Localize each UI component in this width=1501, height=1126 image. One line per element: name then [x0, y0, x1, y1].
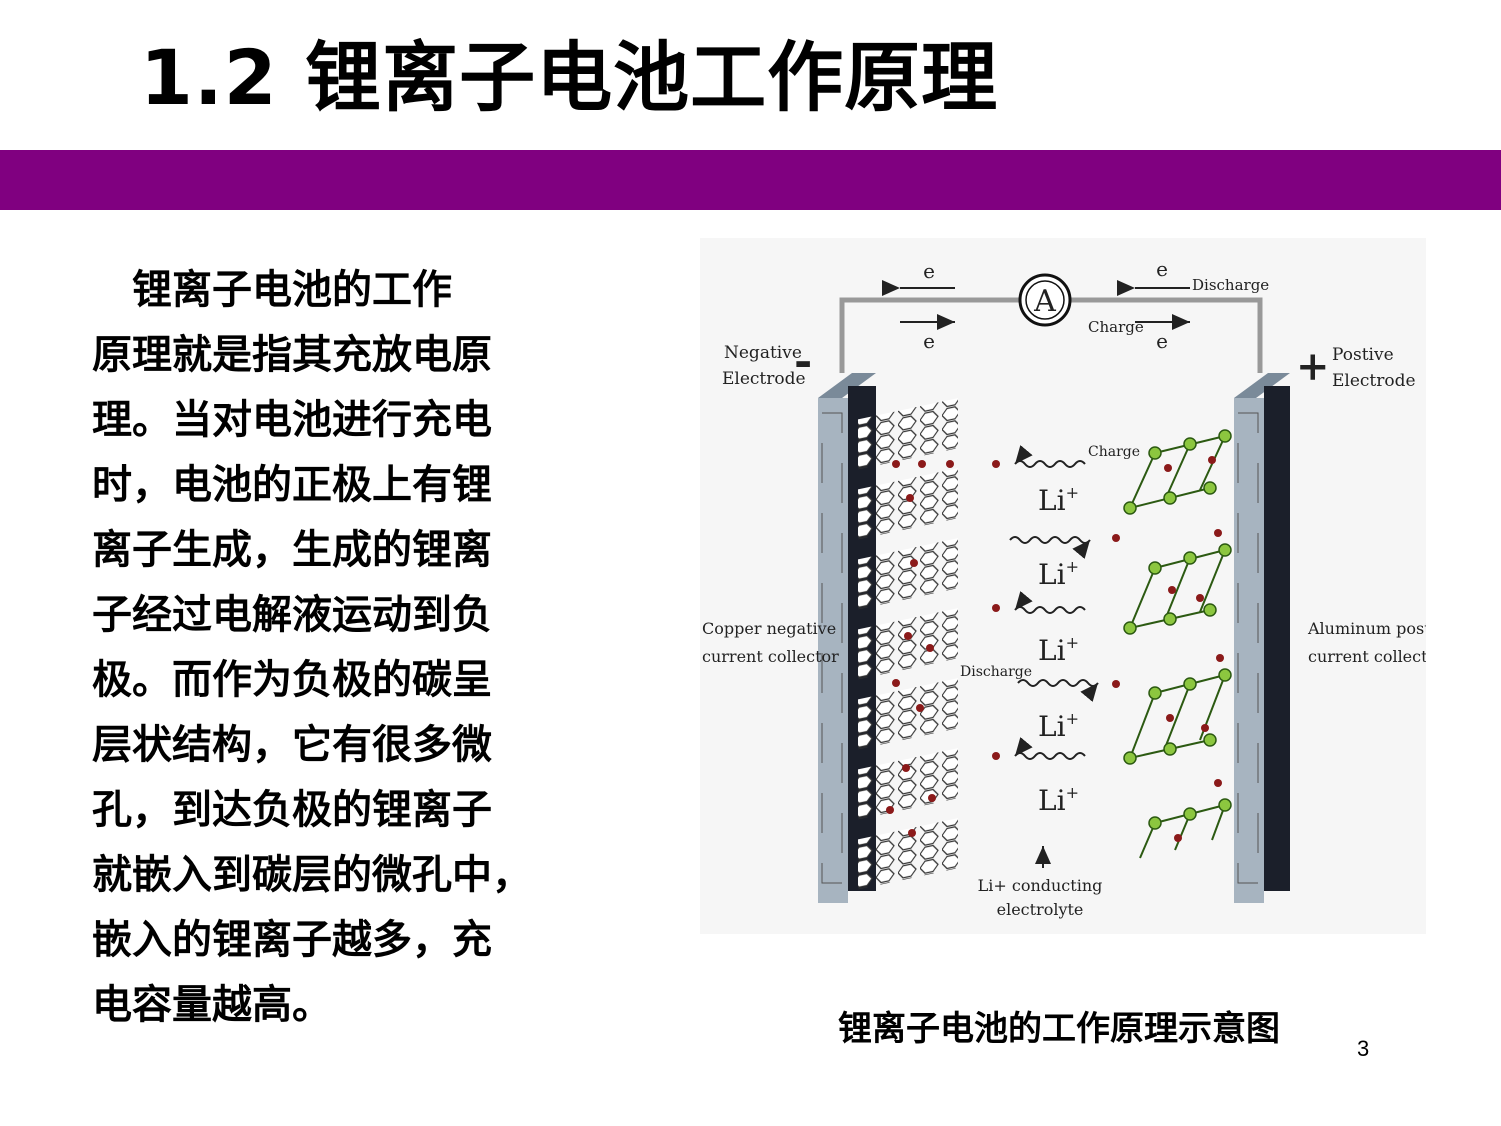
body-line: 嵌入的锂离子越多，充: [92, 917, 492, 963]
figure-caption: 锂离子电池的工作原理示意图: [838, 1009, 1280, 1049]
cathode-lattice: [1123, 429, 1232, 859]
positive-collector: [1234, 373, 1290, 903]
body-line: 子经过电解液运动到负: [92, 592, 492, 638]
li-ion-label: Li+: [1038, 709, 1079, 743]
ion-flow: [1009, 445, 1099, 868]
li-ion-label: Li+: [1038, 483, 1079, 517]
positive-electrode-label: Postive: [1332, 345, 1394, 365]
positive-electrode-label: Electrode: [1332, 371, 1416, 391]
electron-symbol: e: [1156, 257, 1168, 281]
body-line: 就嵌入到碳层的微孔中，: [92, 852, 532, 898]
negative-electrode-label: Negative: [724, 343, 802, 363]
graphite-layers: [858, 398, 958, 890]
body-line: 时，电池的正极上有锂: [92, 462, 492, 508]
body-line: 电容量越高。: [92, 982, 332, 1028]
charge-ion-label: Charge: [1088, 444, 1140, 460]
aluminum-collector-label: current collector: [1308, 647, 1426, 666]
aluminum-collector-label: Aluminum postive: [1307, 619, 1426, 638]
discharge-top-label: Discharge: [1192, 276, 1269, 294]
body-line: 锂离子电池的工作: [92, 267, 452, 313]
li-ion-label: Li+: [1038, 557, 1079, 591]
body-line: 理。当对电池进行充电: [92, 397, 492, 443]
battery-diagram-svg: A e e e Discharge e Charge Negative Elec…: [702, 257, 1426, 919]
plus-sign: +: [1296, 343, 1330, 390]
ammeter-icon: [1018, 273, 1072, 327]
slide-title: 1.2 锂离子电池工作原理: [140, 33, 999, 122]
body-line: 孔，到达负极的锂离子: [92, 787, 492, 833]
charge-top-label: Charge: [1088, 318, 1144, 336]
electron-symbol: e: [923, 329, 935, 353]
copper-collector-label: current collector: [702, 647, 839, 666]
electron-symbol: e: [923, 259, 935, 283]
title-band: [0, 150, 1501, 210]
circuit-wire: [839, 297, 1263, 373]
electrolyte-label: electrolyte: [997, 900, 1084, 919]
body-line: 层状结构，它有很多微: [92, 722, 492, 768]
electrolyte-label: Li+ conducting: [978, 876, 1103, 895]
body-line: 极。而作为负极的碳呈: [92, 657, 492, 703]
negative-electrode-label: Electrode: [722, 369, 806, 389]
body-line: 离子生成，生成的锂离: [92, 527, 492, 573]
battery-diagram: A e e e Discharge e Charge Negative Elec…: [700, 238, 1426, 934]
minus-sign: -: [794, 336, 812, 387]
page-number: 3: [1357, 1036, 1370, 1061]
electron-symbol: e: [1156, 329, 1168, 353]
body-paragraph: 锂离子电池的工作 原理就是指其充放电原 理。当对电池进行充电 时，电池的正极上有…: [92, 258, 532, 1038]
li-ion-label: Li+: [1038, 633, 1079, 667]
li-ion-label: Li+: [1038, 783, 1079, 817]
ammeter-label: A: [1033, 284, 1056, 319]
copper-collector-label: Copper negative: [702, 619, 836, 638]
discharge-ion-label: Discharge: [960, 664, 1032, 680]
body-line: 原理就是指其充放电原: [92, 332, 492, 378]
